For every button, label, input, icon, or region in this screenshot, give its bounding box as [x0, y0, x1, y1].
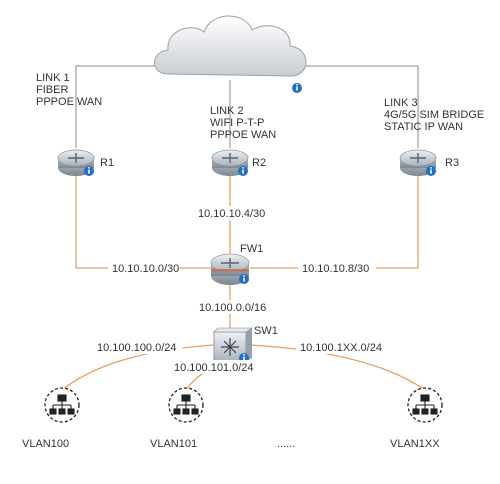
cloud-icon — [154, 15, 307, 93]
cloud-info-badge-icon[interactable] — [292, 83, 302, 93]
link-r1-fw1 — [75, 175, 212, 269]
subnet-fw1-sw1: 10.100.0.0/16 — [199, 302, 266, 314]
subnet-r3-fw1: 10.10.10.8/30 — [302, 263, 369, 275]
firewall-fw1[interactable] — [210, 253, 250, 285]
vlan101-network[interactable] — [168, 387, 204, 423]
vlan1xx-network[interactable] — [407, 387, 443, 423]
network-icon — [173, 394, 199, 415]
network-icon — [412, 394, 438, 415]
fw1-name: FW1 — [240, 243, 263, 255]
r3-name: R3 — [445, 157, 459, 169]
switch-sw1[interactable] — [213, 327, 253, 363]
link-r3-fw1 — [250, 175, 419, 269]
r1-name: R1 — [100, 157, 114, 169]
link1-label: LINK 1 FIBER PPPOE WAN — [36, 72, 102, 108]
r1-info-badge-icon[interactable] — [84, 166, 94, 176]
r2-name: R2 — [252, 157, 266, 169]
subnet-vlan100: 10.100.100.0/24 — [97, 342, 177, 354]
r2-info-badge-icon[interactable] — [238, 166, 248, 176]
wan-links — [75, 65, 419, 148]
vlan101-name: VLAN101 — [150, 438, 197, 450]
link3-label: LINK 3 4G/5G SIM BRIDGE STATIC IP WAN — [384, 97, 487, 133]
r3-info-badge-icon[interactable] — [426, 166, 436, 176]
sw1-name: SW1 — [254, 325, 278, 337]
subnet-r2-fw1: 10.10.10.4/30 — [198, 208, 265, 220]
link-sw1-vlan1xx — [249, 344, 426, 391]
network-icon — [49, 394, 75, 415]
router-r1[interactable] — [57, 149, 95, 176]
link-r3-cloud — [302, 65, 419, 148]
vlan1xx-name: VLAN1XX — [390, 438, 440, 450]
router-r2[interactable] — [211, 149, 249, 176]
fw1-info-badge-icon[interactable] — [239, 274, 249, 284]
subnet-vlan101: 10.100.101.0/24 — [174, 362, 254, 374]
subnet-vlan1xx: 10.100.1XX.0/24 — [300, 342, 382, 354]
vlan100-name: VLAN100 — [22, 438, 69, 450]
subnet-r1-fw1: 10.10.10.0/30 — [112, 263, 179, 275]
link-sw1-vlan100 — [61, 344, 215, 391]
link-r1-cloud — [75, 65, 170, 148]
link2-label: LINK 2 WIFI P-T-P PPPOE WAN — [210, 105, 276, 141]
vlan-ellipsis: ...... — [277, 438, 295, 450]
vlan100-network[interactable] — [44, 387, 80, 423]
router-r3[interactable] — [399, 149, 437, 176]
